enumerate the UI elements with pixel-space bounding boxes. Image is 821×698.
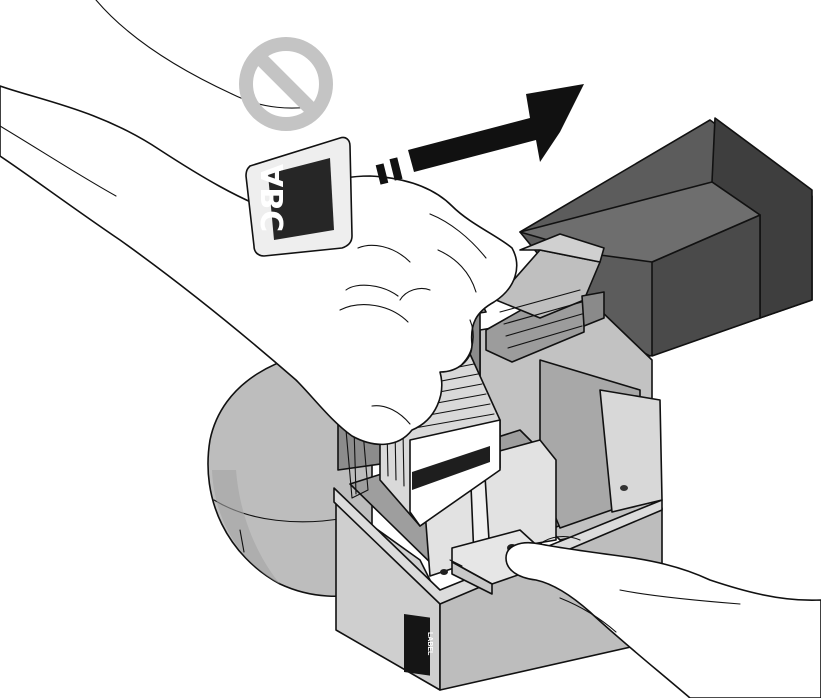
right-hand — [505, 535, 821, 698]
device-label: LABEL — [404, 614, 433, 676]
card-lever — [485, 233, 605, 363]
card-text: ABC — [256, 164, 291, 232]
prohibition-icon — [239, 37, 333, 131]
direction-arrow-icon — [375, 84, 584, 185]
flipped-card-icon: ABC — [245, 136, 353, 257]
svg-text:LABEL: LABEL — [426, 632, 433, 656]
